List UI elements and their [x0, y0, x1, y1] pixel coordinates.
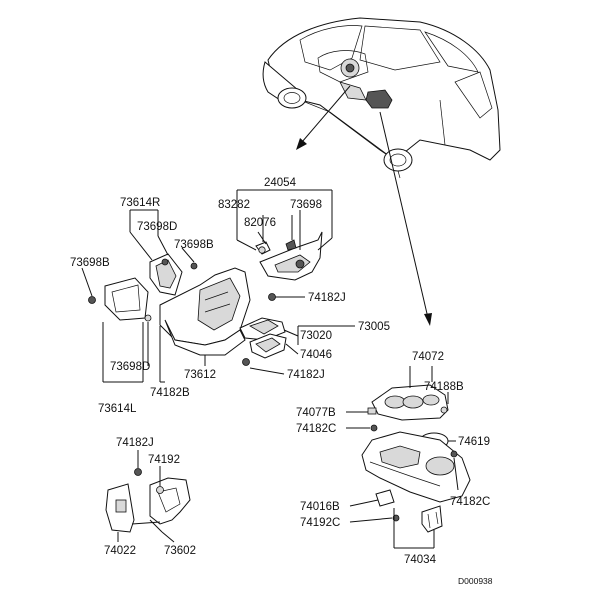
label-73614R: 73614R: [120, 197, 160, 209]
label-73612: 73612: [184, 369, 216, 381]
label-74072: 74072: [412, 351, 444, 363]
screw-74182C-top: [370, 424, 378, 432]
label-74046: 74046: [300, 349, 332, 361]
column-cover-assembly: [88, 231, 323, 366]
screw-74182J-low: [242, 358, 250, 366]
label-74182J-bottom-left: 74182J: [116, 437, 154, 449]
diagram-code: D000938: [458, 576, 493, 586]
label-73698B-left: 73698B: [70, 257, 110, 269]
screw-73698B-left: [88, 296, 96, 304]
label-73602: 73602: [164, 545, 196, 557]
label-74182J-low: 74182J: [287, 369, 325, 381]
label-73698D-top: 73698D: [137, 221, 177, 233]
label-73698-top: 73698: [290, 199, 322, 211]
label-83282: 83282: [218, 199, 250, 211]
pointer-arrows: [296, 85, 432, 326]
leader-lines-bottom-left: [117, 450, 175, 543]
label-73020: 73020: [300, 330, 332, 342]
label-73698B-mid: 73698B: [174, 239, 214, 251]
label-74182J-mid: 74182J: [308, 292, 346, 304]
screw-74182J-bottom: [134, 468, 142, 476]
leader-lines-upper: [81, 189, 355, 383]
label-74192: 74192: [148, 454, 180, 466]
clip-74192: [156, 486, 164, 494]
label-74022: 74022: [104, 545, 136, 557]
clip-73698D-low: [144, 314, 152, 322]
arrow-head-right: [424, 313, 432, 326]
label-73005: 73005: [358, 321, 390, 333]
label-73698D-low: 73698D: [110, 361, 150, 373]
arrow-head-left: [296, 138, 307, 150]
label-74182C-b: 74182C: [450, 496, 490, 508]
label-73614L: 73614L: [98, 403, 137, 415]
label-74192C: 74192C: [300, 517, 340, 529]
part-labels: 24054 73614R 83282 73698 82076 73698D 73…: [70, 177, 493, 586]
label-74188B: 74188B: [424, 381, 464, 393]
label-24054: 24054: [264, 177, 297, 189]
screw-73698B-mid: [190, 262, 198, 270]
vehicle-outline: [262, 17, 501, 179]
label-74077B: 74077B: [296, 407, 336, 419]
label-74182B: 74182B: [150, 387, 190, 399]
label-74016B: 74016B: [300, 501, 340, 513]
leader-lines-right: [346, 366, 459, 549]
label-74182C-a: 74182C: [296, 423, 336, 435]
bracket-74016B: [375, 489, 395, 507]
screw-74182C-right: [450, 450, 458, 458]
label-74034: 74034: [404, 554, 437, 566]
clip-73698: [285, 239, 297, 251]
console-assembly: [361, 384, 471, 533]
bracket-assembly: [105, 468, 191, 533]
bracket-74034: [421, 505, 443, 533]
clip-74188B: [440, 406, 448, 414]
clip-74077B: [367, 407, 377, 415]
label-74619: 74619: [458, 436, 490, 448]
label-82076: 82076: [244, 217, 276, 229]
